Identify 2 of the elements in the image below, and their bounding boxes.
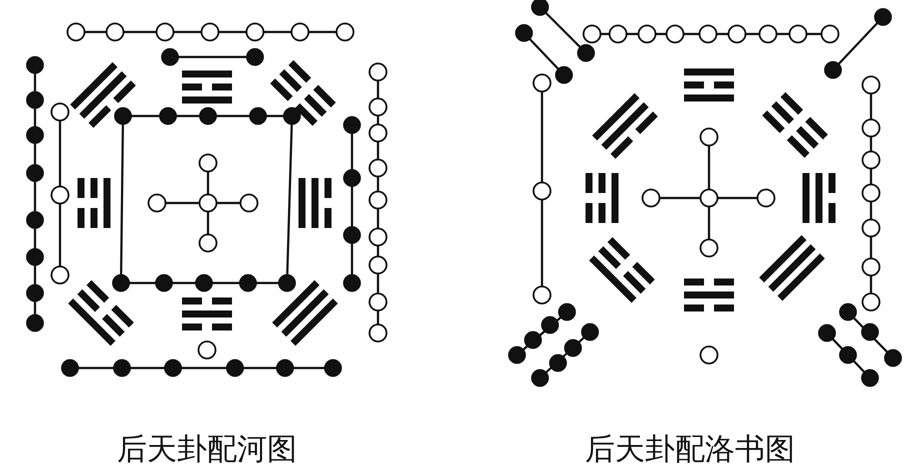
- caption: 后天卦配河图: [117, 432, 297, 468]
- caption: 后天卦配洛书图: [585, 432, 795, 468]
